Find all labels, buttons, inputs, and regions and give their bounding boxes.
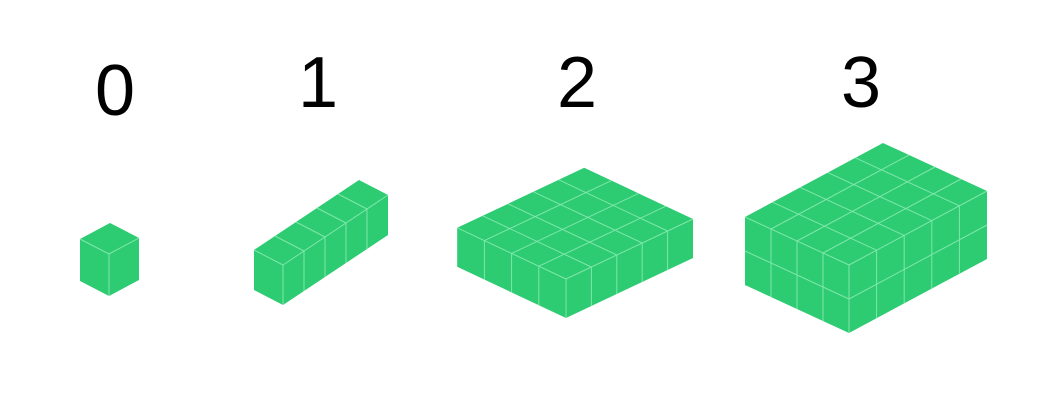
cube-edge-line	[484, 180, 612, 242]
single-cube-0d	[79, 223, 140, 296]
cube-edge-line	[744, 250, 850, 300]
cube-edge-line	[822, 178, 962, 254]
cube-edge-line	[456, 227, 567, 280]
dimension-label-2: 2	[557, 43, 597, 123]
left-face	[254, 250, 283, 305]
dimension-label-1: 1	[298, 43, 338, 123]
left-face	[80, 239, 109, 296]
cube-edge-line	[565, 218, 694, 280]
cube-edge-line	[282, 194, 389, 266]
cube-edge-line	[253, 249, 284, 266]
cube-edge-line	[295, 221, 326, 238]
cube-edge-line	[79, 238, 110, 255]
right-face	[283, 195, 388, 305]
dimension-label-0: 0	[95, 51, 135, 131]
block-of-cubes-3d	[744, 143, 988, 333]
dimension-label-3: 3	[841, 43, 881, 123]
cube-edge-line	[511, 192, 639, 254]
slab-of-cubes-2d	[456, 167, 694, 318]
top-face	[254, 180, 388, 265]
cube-edge-line	[848, 224, 988, 300]
cube-edge-line	[848, 190, 988, 266]
cube-edge-line	[744, 216, 850, 266]
cube-edge-line	[770, 154, 910, 230]
cube-edge-line	[108, 237, 140, 255]
cube-edge-line	[796, 166, 936, 242]
cube-edge-line	[274, 235, 305, 252]
cube-edge-line	[538, 205, 667, 267]
cube-edge-line	[337, 193, 368, 210]
right-face	[566, 219, 693, 318]
row-of-cubes-1d	[253, 180, 389, 305]
cube-edge-line	[316, 207, 347, 224]
right-face	[109, 238, 139, 296]
